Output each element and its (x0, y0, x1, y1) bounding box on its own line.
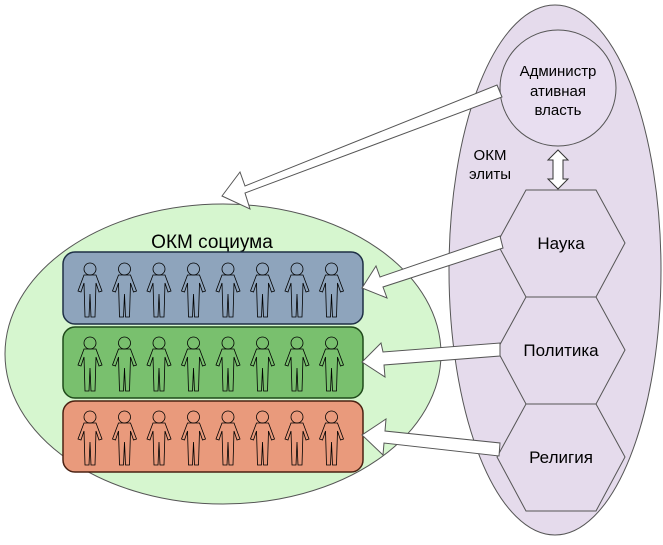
admin-label-line1: Администр (520, 63, 597, 80)
arrow-admin-to-society (221, 84, 503, 210)
society-label: ОКМ социума (151, 232, 273, 253)
admin-label-line2: ативная (530, 83, 586, 100)
layer-bottom-box (62, 400, 364, 473)
double-arrow-icon (546, 149, 570, 190)
layer-middle (62, 326, 364, 399)
arrow-science-to-layer-top (361, 235, 504, 299)
elite-label-line1: ОКМ (474, 147, 507, 164)
arrow-politics-to-layer-middle (361, 342, 501, 378)
layer-top-box (62, 251, 364, 325)
hexagon-science-label: Наука (537, 234, 585, 253)
admin-label-line3: власть (535, 102, 582, 119)
hexagon-religion-label: Религия (529, 448, 593, 467)
arrow-religion-to-layer-bottom (361, 418, 501, 457)
layer-top (62, 251, 364, 325)
admin-power-circle (499, 29, 617, 147)
hexagon-religion (496, 403, 626, 512)
layer-bottom (62, 400, 364, 473)
elite-label-line2: элиты (469, 166, 511, 183)
hexagon-politics-label: Политика (523, 341, 599, 360)
layer-middle-box (62, 326, 364, 399)
